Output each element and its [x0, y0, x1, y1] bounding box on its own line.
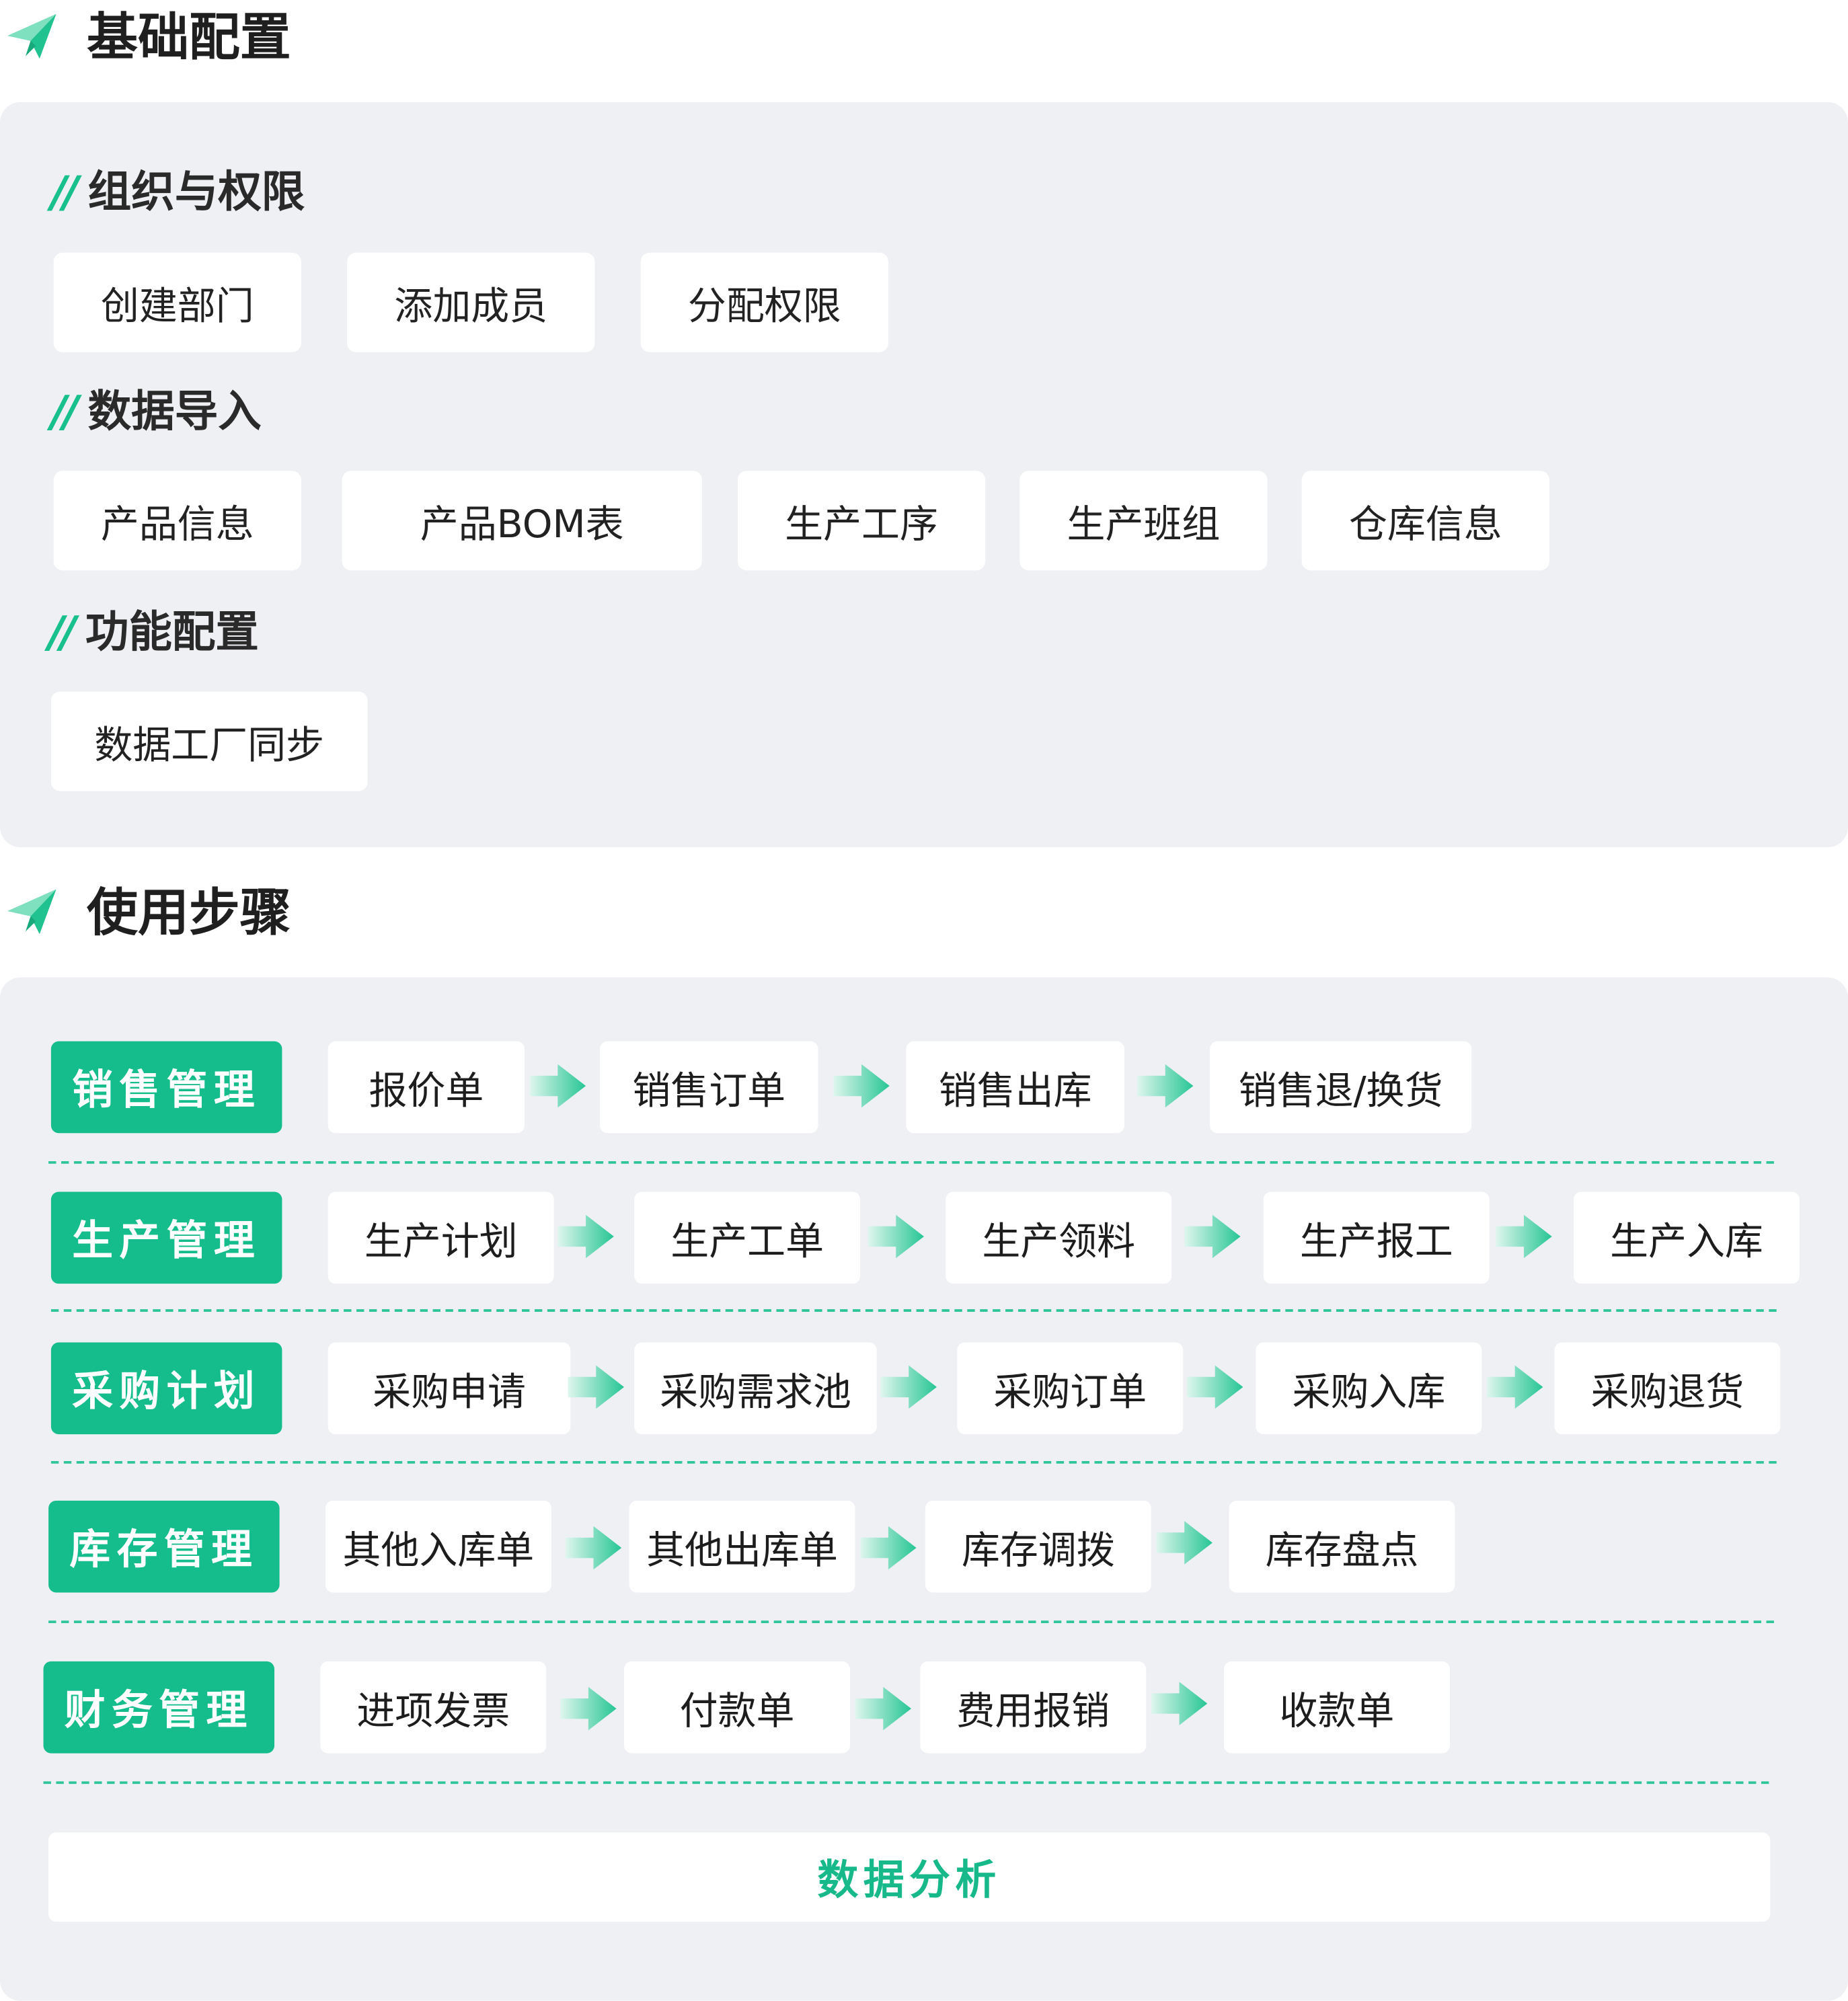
step-purchase-order[interactable]: 采购订单 — [957, 1342, 1184, 1435]
arrow-right-icon — [1156, 1521, 1212, 1565]
step-sales-order[interactable]: 销售订单 — [599, 1041, 818, 1134]
step-purchase-inbound[interactable]: 采购入库 — [1256, 1342, 1482, 1435]
arrow-right-icon — [1186, 1365, 1243, 1409]
row-divider — [50, 1309, 1777, 1312]
category-purchase[interactable]: 采购计划 — [50, 1342, 282, 1435]
step-stock-count[interactable]: 库存盘点 — [1229, 1500, 1455, 1593]
row-divider — [43, 1781, 1769, 1784]
arrow-right-icon — [868, 1214, 925, 1259]
step-purchase-demand-pool[interactable]: 采购需求池 — [634, 1342, 877, 1435]
chip-production-team[interactable]: 生产班组 — [1019, 471, 1268, 571]
step-production-plan[interactable]: 生产计划 — [328, 1191, 554, 1284]
arrow-right-icon — [568, 1365, 625, 1409]
step-production-report[interactable]: 生产报工 — [1263, 1191, 1490, 1284]
chip-product-info[interactable]: 产品信息 — [53, 471, 301, 571]
step-stock-transfer[interactable]: 库存调拨 — [925, 1500, 1151, 1593]
arrow-right-icon — [560, 1686, 617, 1731]
step-receipt[interactable]: 收款单 — [1223, 1661, 1450, 1754]
step-purchase-request[interactable]: 采购申请 — [328, 1342, 571, 1435]
chip-add-member[interactable]: 添加成员 — [347, 252, 595, 352]
chip-create-dept[interactable]: 创建部门 — [53, 252, 301, 352]
chip-assign-permission[interactable]: 分配权限 — [640, 252, 888, 352]
category-sales[interactable]: 销售管理 — [50, 1041, 282, 1134]
row-divider — [48, 1161, 1774, 1164]
paper-plane-icon — [7, 13, 56, 59]
step-other-outbound[interactable]: 其他出库单 — [629, 1500, 855, 1593]
paper-plane-icon — [7, 889, 56, 935]
category-production[interactable]: 生产管理 — [50, 1191, 282, 1284]
chip-data-factory-sync[interactable]: 数据工厂同步 — [50, 691, 368, 791]
step-production-inbound[interactable]: 生产入库 — [1573, 1191, 1800, 1284]
arrow-right-icon — [529, 1064, 586, 1108]
chip-warehouse-info[interactable]: 仓库信息 — [1301, 471, 1549, 571]
arrow-right-icon — [565, 1526, 622, 1570]
row-divider — [48, 1620, 1774, 1624]
arrow-right-icon — [880, 1365, 937, 1409]
section-title-basic: 基础配置 — [87, 9, 291, 68]
category-inventory[interactable]: 库存管理 — [48, 1500, 280, 1593]
arrow-right-icon — [1486, 1365, 1543, 1409]
step-work-order[interactable]: 生产工单 — [634, 1191, 861, 1284]
step-purchase-return[interactable]: 采购退货 — [1554, 1342, 1781, 1435]
chip-product-bom[interactable]: 产品BOM表 — [342, 471, 702, 571]
step-other-inbound[interactable]: 其他入库单 — [325, 1500, 551, 1593]
arrow-right-icon — [1496, 1214, 1552, 1259]
arrow-right-icon — [1137, 1064, 1194, 1108]
chip-production-process[interactable]: 生产工序 — [737, 471, 986, 571]
step-input-invoice[interactable]: 进项发票 — [320, 1661, 547, 1754]
arrow-right-icon — [860, 1526, 917, 1570]
step-expense-claim[interactable]: 费用报销 — [920, 1661, 1147, 1754]
arrow-right-icon — [833, 1064, 890, 1108]
section-title-steps: 使用步骤 — [87, 884, 291, 943]
steps-panel — [0, 977, 1848, 2001]
arrow-right-icon — [1184, 1214, 1241, 1259]
step-sales-outbound[interactable]: 销售出库 — [906, 1041, 1124, 1134]
step-sales-return[interactable]: 销售退/换货 — [1210, 1041, 1472, 1134]
group-title-import: //数据导入 — [50, 387, 262, 438]
category-finance[interactable]: 财务管理 — [43, 1661, 275, 1754]
row-divider — [50, 1460, 1777, 1464]
arrow-right-icon — [557, 1214, 614, 1259]
step-payment[interactable]: 付款单 — [624, 1661, 850, 1754]
data-analysis-button[interactable]: 数据分析 — [48, 1832, 1771, 1922]
basic-config-panel: //组织与权限 创建部门 添加成员 分配权限 //数据导入 产品信息 产品BOM… — [0, 102, 1848, 848]
group-title-org: //组织与权限 — [50, 167, 305, 219]
arrow-right-icon — [855, 1686, 912, 1731]
step-quotation[interactable]: 报价单 — [328, 1041, 525, 1134]
step-material-pick[interactable]: 生产领料 — [946, 1191, 1172, 1284]
arrow-right-icon — [1151, 1682, 1208, 1725]
group-title-function: //功能配置 — [48, 607, 259, 659]
